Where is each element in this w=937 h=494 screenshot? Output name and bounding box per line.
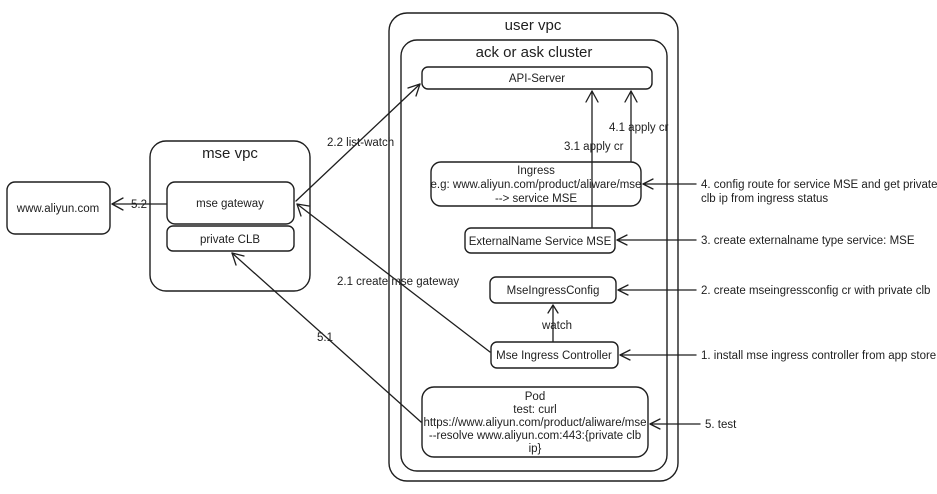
step-2-label: 2. create mseingressconfig cr with priva… xyxy=(701,285,930,297)
cluster-title: ack or ask cluster xyxy=(476,44,593,61)
mse-ingress-config-label: MseIngressConfig xyxy=(507,285,600,297)
step-3-label: 3. create externalname type service: MSE xyxy=(701,235,915,247)
edge-2-2-label: 2.2 list-watch xyxy=(327,137,394,149)
pod-line-1: Pod xyxy=(525,391,545,403)
externalname-service-node: ExternalName Service MSE xyxy=(464,227,616,254)
step-1-label: 1. install mse ingress controller from a… xyxy=(701,350,936,362)
step-1-install-controller: 1. install mse ingress controller from a… xyxy=(619,349,936,362)
edge-5-1-label: 5.1 xyxy=(317,332,333,344)
private-clb-label: private CLB xyxy=(200,234,260,246)
edge-5-1: 5.1 xyxy=(231,252,422,423)
pod-line-2: test: curl xyxy=(513,404,556,416)
ingress-line-1: Ingress xyxy=(517,165,555,177)
edge-2-2-list-watch: 2.2 list-watch xyxy=(295,83,421,202)
edge-2-1-label: 2.1 create mse gateway xyxy=(337,276,459,288)
edge-watch-label: watch xyxy=(541,320,572,332)
step-3-externalname: 3. create externalname type service: MSE xyxy=(616,234,915,247)
edge-2-1-create-gateway: 2.1 create mse gateway xyxy=(296,203,491,353)
aliyun-node: www.aliyun.com xyxy=(6,181,111,235)
edge-5-2: 5.2 xyxy=(111,197,167,211)
user-vpc-title: user vpc xyxy=(505,17,562,34)
user-vpc-container: user vpc xyxy=(388,12,679,482)
step-4-line-1: 4. config route for service MSE and get … xyxy=(701,179,937,191)
mse-vpc-container: mse vpc xyxy=(149,140,311,292)
edge-3-1-apply-cr: 3.1 apply cr xyxy=(564,90,624,228)
pod-line-3: https://www.aliyun.com/product/aliware/m… xyxy=(423,417,646,429)
mse-ingress-controller-node: Mse Ingress Controller xyxy=(490,341,619,369)
mse-vpc-title: mse vpc xyxy=(202,145,258,162)
edge-3-1-label: 3.1 apply cr xyxy=(564,141,624,153)
mse-ingress-controller-label: Mse Ingress Controller xyxy=(496,350,612,362)
cluster-container: ack or ask cluster xyxy=(400,39,668,472)
edge-watch: watch xyxy=(541,304,572,342)
mse-ingress-config-node: MseIngressConfig xyxy=(489,276,617,304)
api-server-label: API-Server xyxy=(509,73,565,85)
edge-5-2-label: 5.2 xyxy=(131,199,147,211)
pod-line-5: ip} xyxy=(529,443,542,455)
edge-4-1-label: 4.1 apply cr xyxy=(609,122,669,134)
pod-node: Pod test: curl https://www.aliyun.com/pr… xyxy=(421,386,649,458)
aliyun-label: www.aliyun.com xyxy=(16,203,99,215)
mse-gateway-label: mse gateway xyxy=(196,198,264,210)
step-5-label: 5. test xyxy=(705,419,737,431)
ingress-line-3: --> service MSE xyxy=(495,193,577,205)
edge-4-1-apply-cr: 4.1 apply cr xyxy=(609,90,669,162)
mse-gateway-node: mse gateway xyxy=(166,181,295,225)
api-server-node: API-Server xyxy=(421,66,653,90)
ingress-line-2: e.g: www.aliyun.com/product/aliware/mse xyxy=(431,179,642,191)
step-4-route-config: 4. config route for service MSE and get … xyxy=(642,178,937,205)
externalname-service-label: ExternalName Service MSE xyxy=(469,236,612,248)
step-2-mseingressconfig: 2. create mseingressconfig cr with priva… xyxy=(617,284,930,297)
pod-line-4: --resolve www.aliyun.com:443:{private cl… xyxy=(429,430,641,442)
step-5-test: 5. test xyxy=(649,418,737,431)
ingress-node: Ingress e.g: www.aliyun.com/product/aliw… xyxy=(430,161,642,207)
private-clb-node: private CLB xyxy=(166,225,295,252)
step-4-line-2: clb ip from ingress status xyxy=(701,193,828,205)
